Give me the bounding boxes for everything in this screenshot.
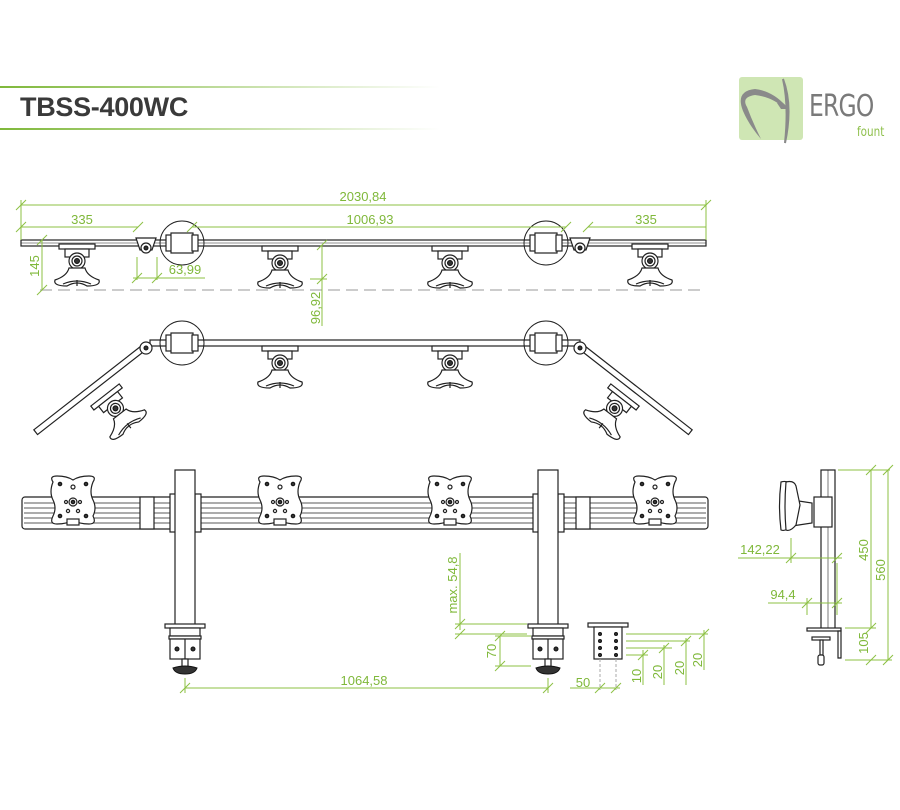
dim-hole-1: 10 xyxy=(629,669,644,683)
product-title: TBSS-400WC xyxy=(20,92,189,122)
dim-offset-outer: 142,22 xyxy=(740,542,780,557)
logo-mark xyxy=(739,77,803,144)
dim-right-arm: 335 xyxy=(635,212,657,227)
logo-brand: ERGO xyxy=(809,89,874,124)
dim-clamp-depth: 105 xyxy=(856,632,871,654)
dim-offset-inner: 94,4 xyxy=(770,587,795,602)
ergofount-logo: ERGO fount xyxy=(739,75,899,145)
dim-hole-4: 20 xyxy=(690,653,705,667)
logo-sub: fount xyxy=(857,125,885,140)
dim-base-width: 50 xyxy=(576,675,590,690)
dim-clamp-height: 70 xyxy=(484,644,499,658)
dim-left-arm: 335 xyxy=(71,212,93,227)
header-rule-top xyxy=(0,86,440,88)
side-view: 450 560 105 142,22 94,4 xyxy=(738,464,894,666)
pole-right xyxy=(537,469,559,626)
dim-joint-offset: 63,99 xyxy=(169,262,202,277)
joint-left xyxy=(135,237,157,254)
dim-hole-3: 20 xyxy=(672,661,687,675)
dim-overall-width: 2030,84 xyxy=(340,189,387,204)
base-plate-detail xyxy=(587,622,629,690)
dim-max-desk: max. 54,8 xyxy=(445,556,460,613)
top-view: 2030,84 335 1006,93 335 145 63,99 96,92 xyxy=(15,189,712,326)
pole-left xyxy=(174,469,196,626)
dim-hole-2: 20 xyxy=(650,665,665,679)
dim-clamp-spacing: 1064,58 xyxy=(341,673,388,688)
dim-height: 145 xyxy=(27,255,42,277)
dim-center-span: 1006,93 xyxy=(347,212,394,227)
angled-view xyxy=(32,320,694,443)
dim-pole-height: 450 xyxy=(856,539,871,561)
dim-depth: 96,92 xyxy=(308,292,323,325)
joint-right xyxy=(569,237,591,254)
dim-total-height: 560 xyxy=(873,559,888,581)
header-rule-bottom xyxy=(0,128,440,130)
front-view: 1064,58 max. 54,8 70 50 xyxy=(21,469,710,694)
